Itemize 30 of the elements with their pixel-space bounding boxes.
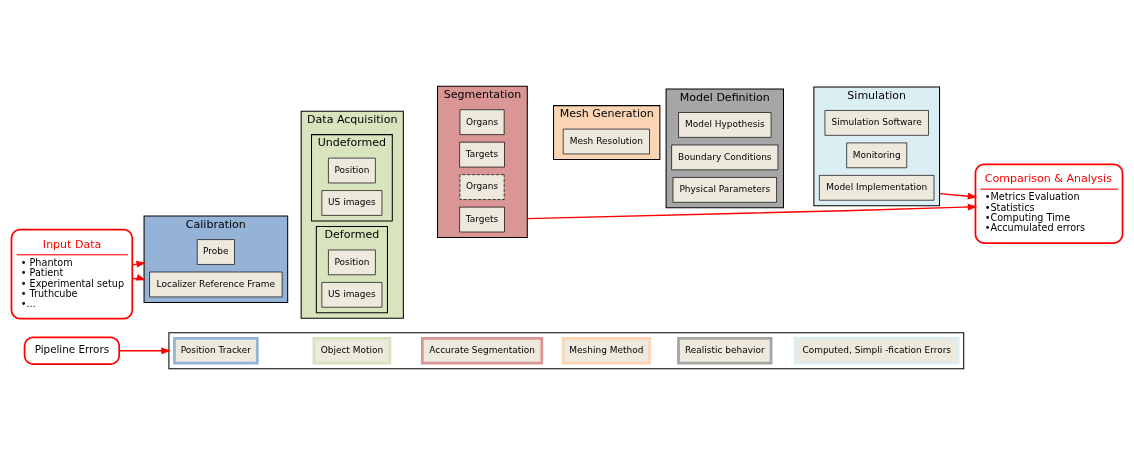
node-box: Pipeline Errors	[23, 335, 121, 365]
node-box: Organs	[459, 173, 505, 200]
arrow	[938, 192, 978, 200]
node-box: Meshing Method	[561, 336, 651, 365]
node-box: Position	[328, 249, 376, 275]
node-box: Object Motion	[312, 336, 392, 365]
node-box: Comparison & Analysis •Metrics Evaluation •Statistics •Computing Time •Accumulated errors	[974, 162, 1124, 244]
node-box: US images	[321, 189, 383, 216]
node-box: US images	[321, 281, 383, 308]
node-box: Monitoring	[846, 142, 908, 168]
cluster	[168, 331, 965, 369]
node-box: Targets	[459, 141, 505, 167]
node-box: Position	[328, 157, 376, 183]
node-box: Localizer Reference Frame	[149, 271, 283, 297]
node-box: Targets	[459, 206, 505, 232]
node-box: Position Tracker	[173, 336, 259, 365]
node-box: Realistic behavior	[677, 336, 773, 365]
node-box: Input Data • Phantom • Patient • Experimental setup • Truthcube •...	[10, 228, 134, 319]
node-box: Boundary Conditions	[671, 144, 779, 170]
node-box: Organs	[459, 108, 505, 135]
node-box: Computed, Simpli -fication Errors	[793, 336, 960, 365]
node-box: Probe	[196, 238, 235, 265]
node-box: Mesh Resolution	[562, 128, 650, 154]
arrow	[526, 203, 978, 219]
node-box: Model Hypothesis	[678, 111, 772, 138]
node-box: Accurate Segmentation	[420, 336, 544, 365]
node-box: Simulation Software	[824, 109, 929, 136]
node-box: Physical Parameters	[672, 176, 777, 203]
node-box: Model Implementation	[819, 174, 935, 201]
arrow	[118, 346, 171, 354]
